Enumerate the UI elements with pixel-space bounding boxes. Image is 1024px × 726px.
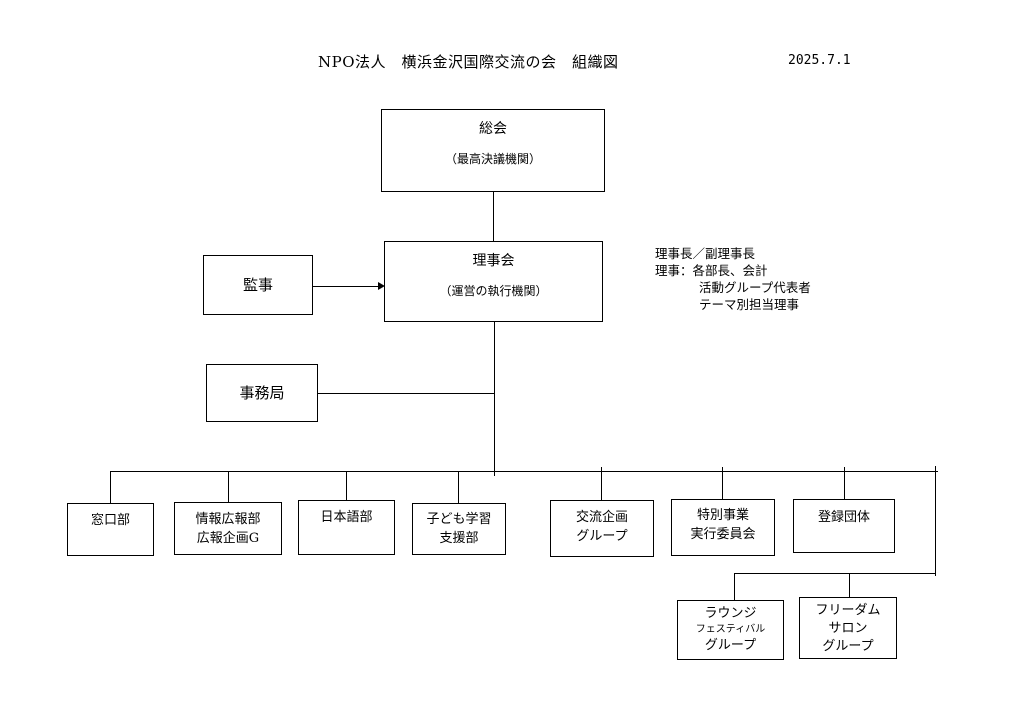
dept-box-madoguchi: 窓口部	[67, 503, 154, 556]
jimukyoku-label: 事務局	[239, 384, 285, 402]
subgroup-box-freedom: フリーダム サロン グループ	[799, 597, 897, 659]
dept-label: 日本語部	[320, 510, 373, 525]
chart-title: NPO法人 横浜金沢国際交流の会 組織図	[318, 53, 619, 71]
kanji-label: 監事	[242, 276, 273, 294]
board-notes: 理事長／副理事長 理事：各部長、会計 活動グループ代表者 テーマ別担当理事	[655, 245, 811, 313]
dept-label: 窓口部	[90, 513, 130, 528]
drop-dept-6	[722, 467, 723, 500]
chart-date: 2025.7.1	[788, 53, 851, 68]
dept-sublabel: 支援部	[439, 530, 479, 546]
drop-dept-7	[844, 467, 845, 500]
arrow-head	[378, 282, 385, 290]
connector-rijikai-trunk	[494, 321, 495, 476]
notes-line-1: 理事長／副理事長	[655, 246, 756, 261]
soukai-desc: （最高決議機関）	[444, 152, 541, 167]
dept-label: 子ども学習	[426, 512, 492, 527]
rijikai-name: 理事会	[472, 253, 515, 269]
dept-sublabel: グループ	[576, 528, 628, 544]
subgroup-sublabel: フェスティバル	[695, 624, 766, 636]
subgroup-label: フリーダム	[815, 603, 881, 618]
subgroup-box-lounge: ラウンジ フェスティバル グループ	[677, 600, 784, 660]
drop-dept-5	[601, 467, 602, 500]
subgroup-sublabel: サロン	[828, 621, 868, 637]
connector-kanji-rijikai	[311, 286, 379, 287]
drop-dept-1	[110, 471, 111, 503]
soukai-box: 総会 （最高決議機関）	[381, 109, 605, 192]
drop-dept-2	[228, 471, 229, 503]
dept-box-kouryuu: 交流企画 グループ	[550, 500, 654, 557]
dept-label: 情報広報部	[195, 512, 261, 527]
kanji-box: 監事	[203, 255, 313, 315]
connector-dept-bus	[110, 471, 938, 472]
dept-sublabel: 実行委員会	[690, 526, 756, 542]
dept-box-nihongo: 日本語部	[298, 500, 395, 555]
drop-dept-3	[346, 471, 347, 501]
drop-subgroup-1	[734, 573, 735, 600]
notes-line-3: 活動グループ代表者	[699, 280, 811, 295]
drop-dept-4	[458, 471, 459, 504]
connector-subgroup-bus	[734, 573, 936, 574]
dept-label: 交流企画	[575, 510, 628, 525]
connector-soukai-rijikai	[493, 191, 494, 242]
dept-box-touroku: 登録団体	[793, 499, 895, 553]
notes-line-2: 理事：各部長、会計	[655, 263, 768, 278]
subgroup-label-3: グループ	[704, 638, 757, 654]
drop-subgroup-2	[849, 573, 850, 597]
subgroup-label: ラウンジ	[704, 606, 757, 621]
jimukyoku-box: 事務局	[206, 364, 318, 422]
bus-right-tick	[935, 466, 936, 576]
dept-box-jouhou: 情報広報部 広報企画G	[174, 502, 282, 555]
soukai-name: 総会	[479, 121, 507, 137]
dept-box-tokubetsu: 特別事業 実行委員会	[671, 499, 775, 556]
notes-line-4: テーマ別担当理事	[699, 297, 800, 312]
connector-jimukyoku	[317, 393, 495, 394]
rijikai-box: 理事会 （運営の執行機関）	[384, 241, 603, 322]
dept-sublabel: 広報企画G	[196, 530, 260, 546]
rijikai-desc: （運営の執行機関）	[439, 284, 548, 299]
dept-label: 登録団体	[817, 510, 870, 525]
dept-box-kodomo: 子ども学習 支援部	[412, 503, 506, 555]
subgroup-label-3: グループ	[822, 639, 874, 655]
dept-label: 特別事業	[696, 508, 749, 523]
